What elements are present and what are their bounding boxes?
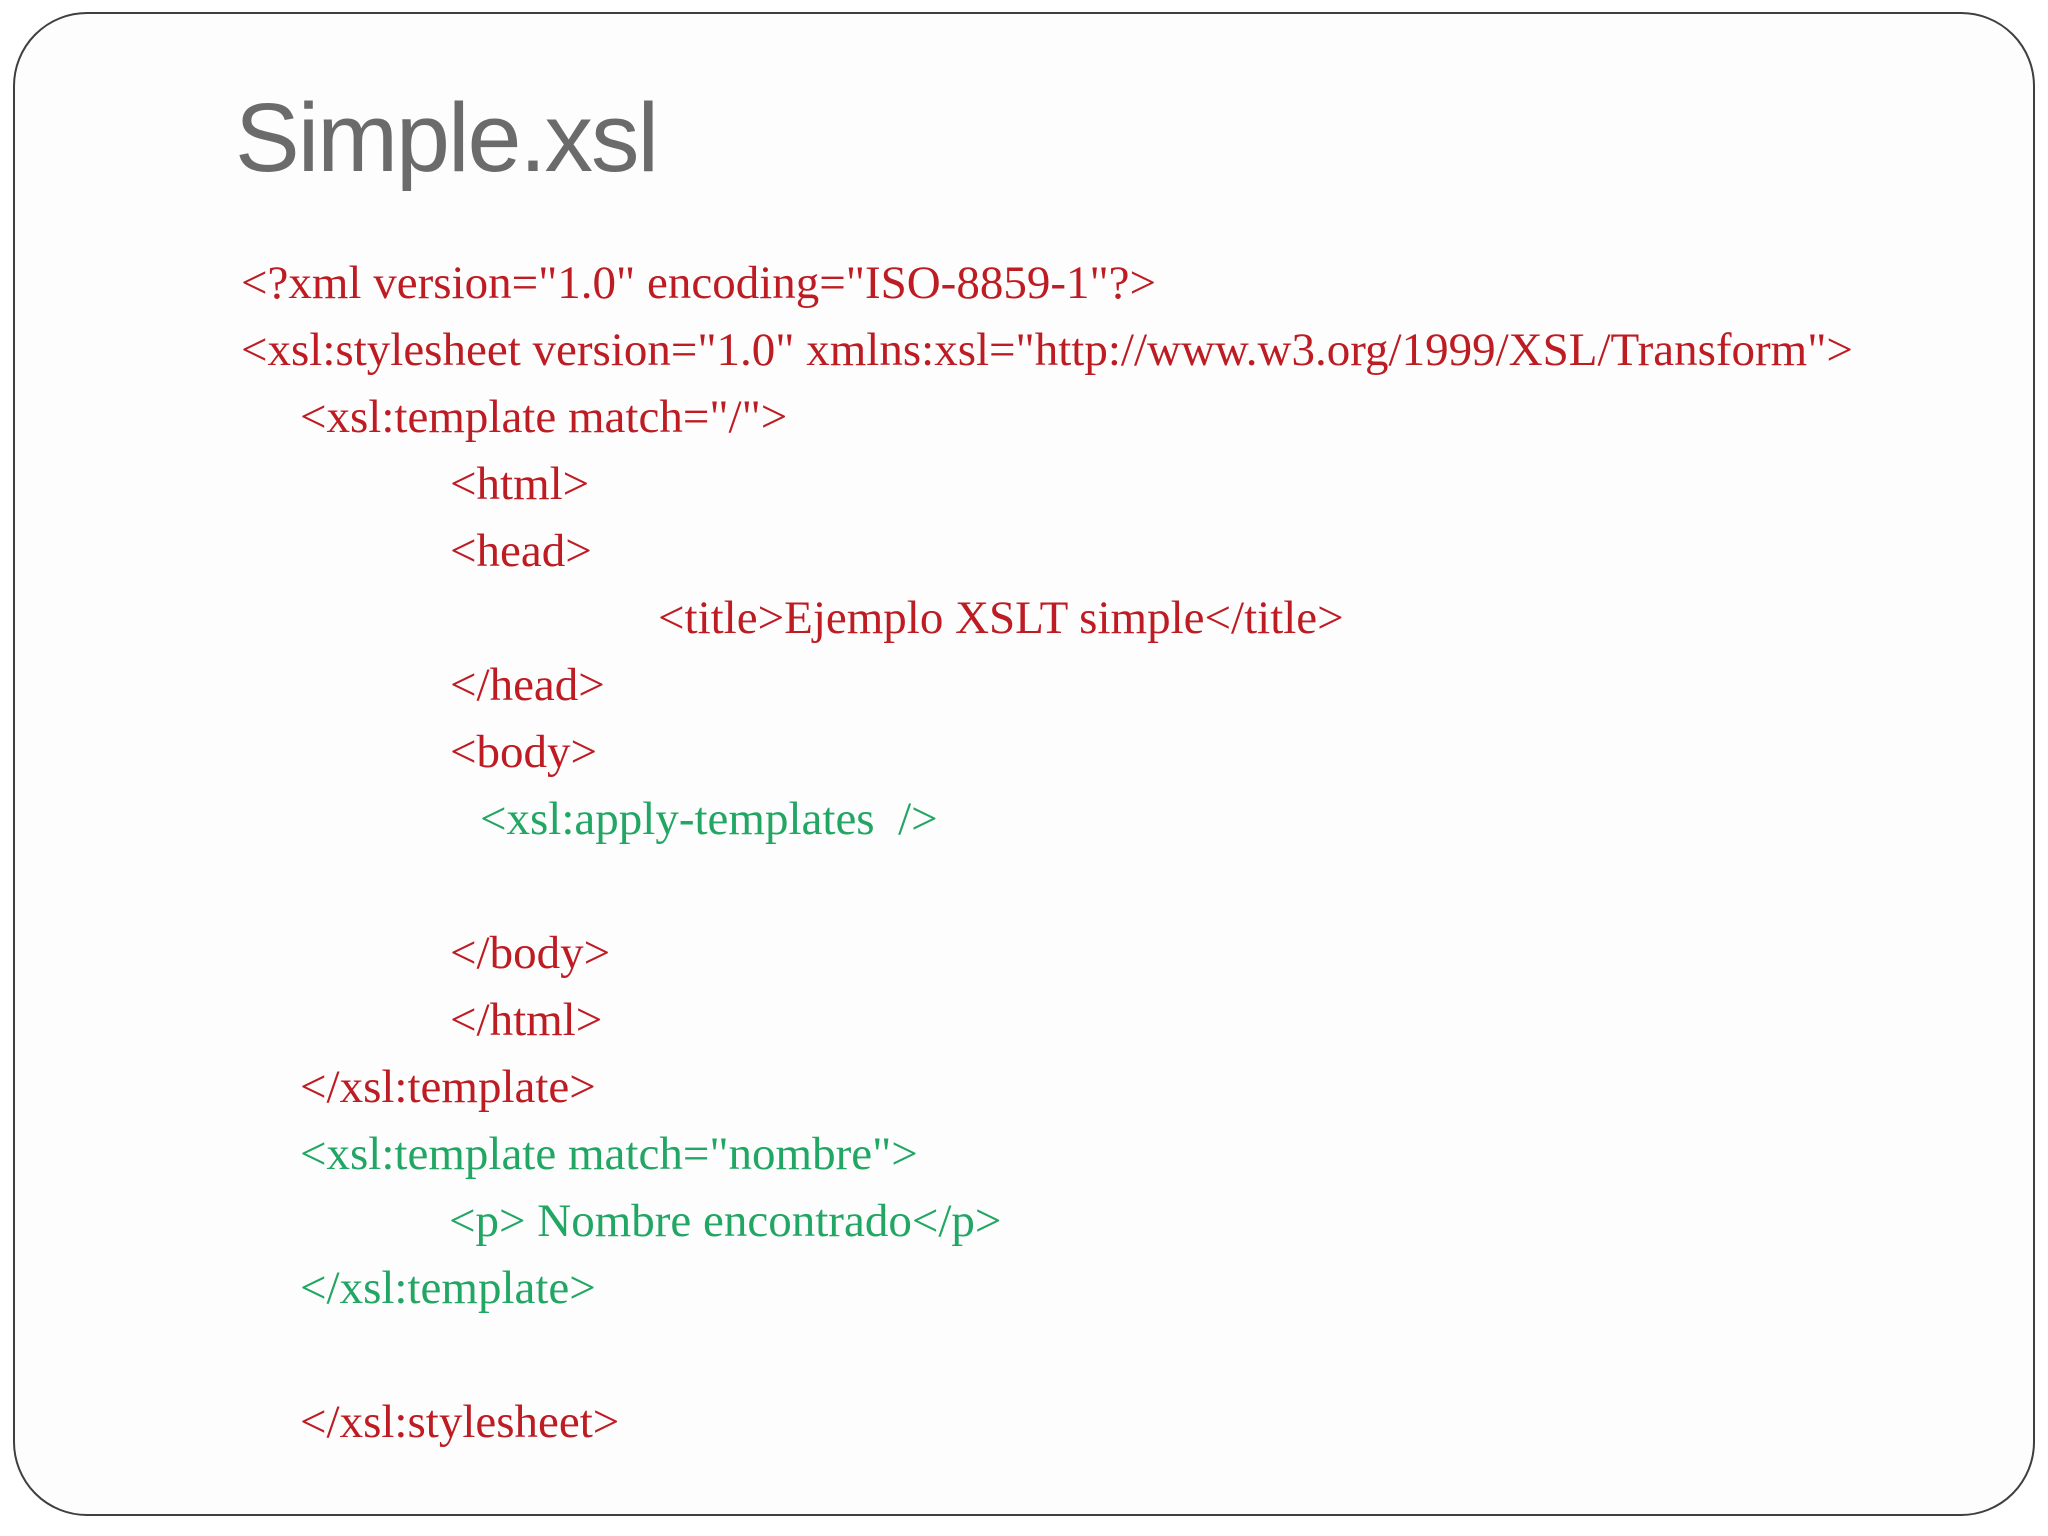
code-line: </xsl:template> bbox=[300, 1061, 596, 1113]
code-line: </xsl:template> bbox=[300, 1262, 596, 1314]
code-line: </xsl:stylesheet> bbox=[300, 1396, 620, 1448]
slide-title: Simple.xsl bbox=[235, 83, 659, 192]
code-line: <html> bbox=[450, 458, 590, 510]
code-line: <head> bbox=[450, 525, 592, 577]
code-line: <title>Ejemplo XSLT simple</title> bbox=[658, 592, 1344, 644]
code-line: <body> bbox=[450, 726, 598, 778]
code-line: <xsl:template match="/"> bbox=[300, 391, 788, 443]
code-line: <xsl:apply-templates /> bbox=[480, 793, 938, 845]
code-line: <p> Nombre encontrado</p> bbox=[449, 1195, 1002, 1247]
code-block: <?xml version="1.0" encoding="ISO-8859-1… bbox=[241, 250, 2001, 1456]
code-line: </html> bbox=[450, 994, 603, 1046]
code-line bbox=[241, 1322, 2001, 1389]
slide: Simple.xsl <?xml version="1.0" encoding=… bbox=[13, 12, 2035, 1516]
code-line: <?xml version="1.0" encoding="ISO-8859-1… bbox=[241, 257, 1157, 309]
code-line: <xsl:template match="nombre"> bbox=[300, 1128, 918, 1180]
code-line: </body> bbox=[450, 927, 611, 979]
code-line: </head> bbox=[450, 659, 605, 711]
code-line bbox=[241, 853, 2001, 920]
code-line: <xsl:stylesheet version="1.0" xmlns:xsl=… bbox=[241, 324, 1853, 376]
